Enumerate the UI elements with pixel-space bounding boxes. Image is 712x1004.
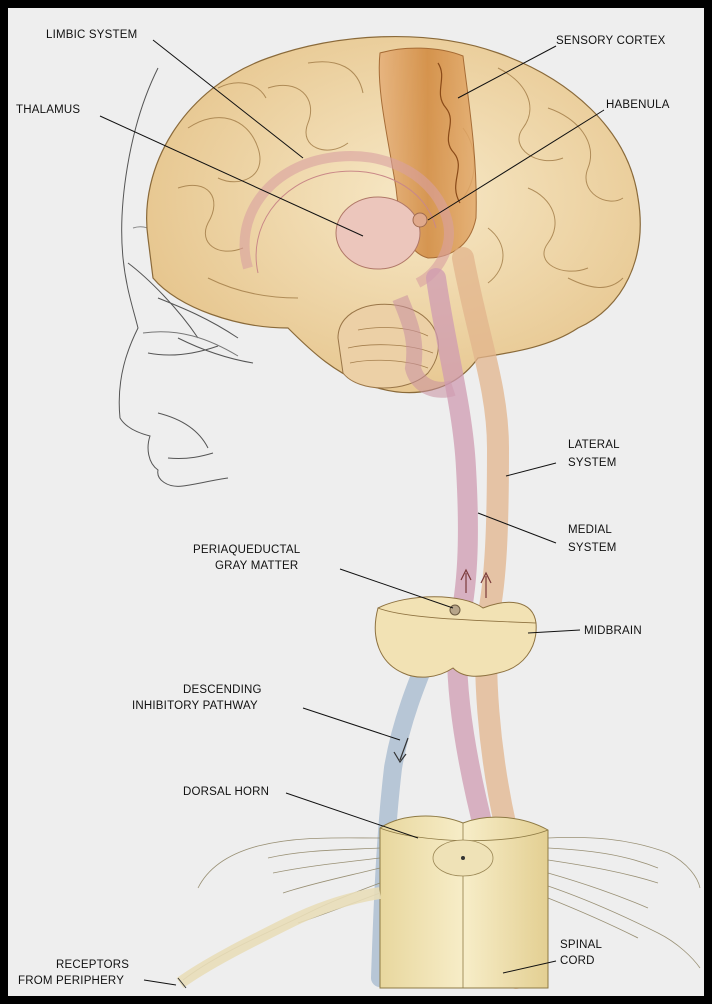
illustration-canvas: LIMBIC SYSTEM SENSORY CORTEX THALAMUS HA…	[8, 8, 704, 996]
label-medial-line1: MEDIAL	[568, 524, 612, 536]
habenula-dot	[413, 213, 427, 227]
brain	[147, 37, 641, 393]
label-pag-line1: PERIAQUEDUCTAL	[193, 544, 301, 556]
label-descending-line1: DESCENDING	[183, 684, 262, 696]
peripheral-nerve	[180, 893, 380, 983]
spinal-cord-segment	[380, 816, 548, 988]
label-habenula: HABENULA	[606, 99, 670, 111]
label-midbrain: MIDBRAIN	[584, 625, 642, 637]
label-thalamus: THALAMUS	[16, 104, 80, 116]
label-dorsal-horn: DORSAL HORN	[183, 786, 269, 798]
pain-pathway-diagram: LIMBIC SYSTEM SENSORY CORTEX THALAMUS HA…	[8, 8, 704, 996]
label-spinal-line1: SPINAL	[560, 939, 603, 951]
periaqueductal-gray-dot	[450, 605, 460, 615]
label-spinal-line2: CORD	[560, 955, 595, 967]
label-limbic-system: LIMBIC SYSTEM	[46, 29, 137, 41]
label-lateral-line2: SYSTEM	[568, 457, 617, 469]
label-sensory-cortex: SENSORY CORTEX	[556, 35, 666, 47]
thalamus-shape	[336, 197, 420, 269]
label-lateral-line1: LATERAL	[568, 439, 620, 451]
label-receptors-line1: RECEPTORS	[56, 959, 129, 971]
label-medial-line2: SYSTEM	[568, 542, 617, 554]
label-receptors-line2: FROM PERIPHERY	[18, 975, 124, 987]
label-pag-line2: GRAY MATTER	[215, 560, 298, 572]
label-descending-line2: INHIBITORY PATHWAY	[132, 700, 258, 712]
midbrain-section	[375, 597, 536, 677]
